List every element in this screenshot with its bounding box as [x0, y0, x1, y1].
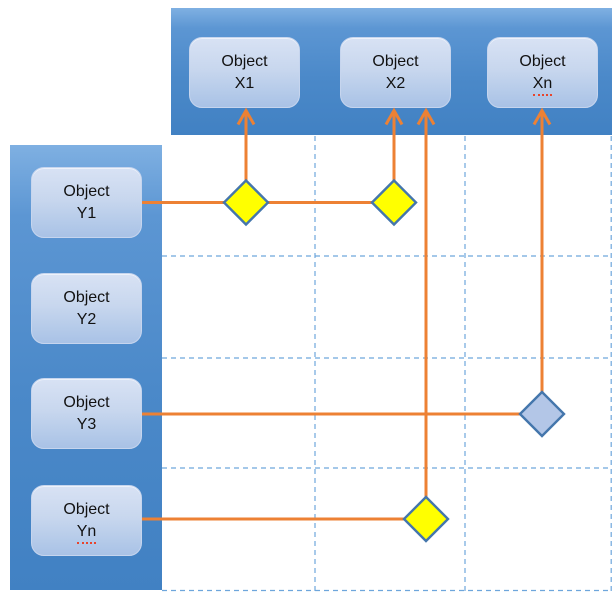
node-label-line2: X2: [385, 75, 406, 92]
connector-arrowhead-yn-x2: [416, 107, 436, 126]
node-label-line1: Object: [63, 394, 110, 411]
node-label-line2: Y2: [76, 311, 97, 328]
node-object-x2: Object X2: [340, 37, 451, 108]
node-object-xn: Object Xn: [487, 37, 598, 108]
node-label-line1: Object: [63, 501, 110, 518]
node-object-y1: Object Y1: [31, 167, 142, 238]
node-label-line2: Yn: [76, 521, 97, 544]
connector-arrowhead-y1-x1: [236, 107, 256, 126]
marker-yn-x2-yellow-diamond: [402, 495, 450, 543]
node-object-y2: Object Y2: [31, 273, 142, 344]
connector-arrowhead-y1-x2: [384, 107, 404, 126]
marker-y3-xn-blue-diamond: [518, 390, 566, 438]
connector-arrowhead-y3-xn: [532, 107, 552, 126]
node-label-line1: Object: [63, 289, 110, 306]
node-label-line1: Object: [221, 53, 268, 70]
node-object-x1: Object X1: [189, 37, 300, 108]
node-object-yn: Object Yn: [31, 485, 142, 556]
marker-y1-x2-yellow-diamond: [370, 178, 418, 227]
node-label-line1: Object: [372, 53, 419, 70]
node-label-line2: Xn: [532, 73, 553, 96]
node-label-line1: Object: [63, 183, 110, 200]
node-label-line2: X1: [234, 75, 255, 92]
node-label-line2: Y1: [76, 205, 97, 222]
marker-y1-x1-yellow-diamond: [222, 178, 270, 227]
node-label-line2: Y3: [76, 416, 97, 433]
node-label-line1: Object: [519, 53, 566, 70]
node-object-y3: Object Y3: [31, 378, 142, 449]
